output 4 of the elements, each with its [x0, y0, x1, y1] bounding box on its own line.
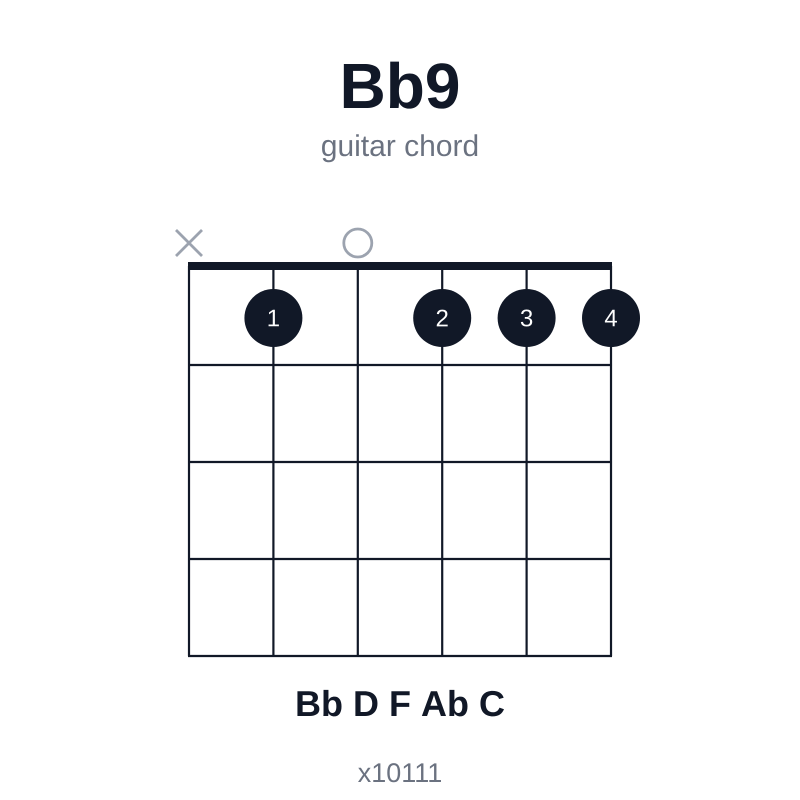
note-names: Bb D F Ab C [297, 690, 504, 716]
chord-subtitle: guitar chord [322, 134, 478, 162]
chord-title: Bb9 [344, 62, 458, 109]
fret-code: x10111 [358, 763, 441, 782]
